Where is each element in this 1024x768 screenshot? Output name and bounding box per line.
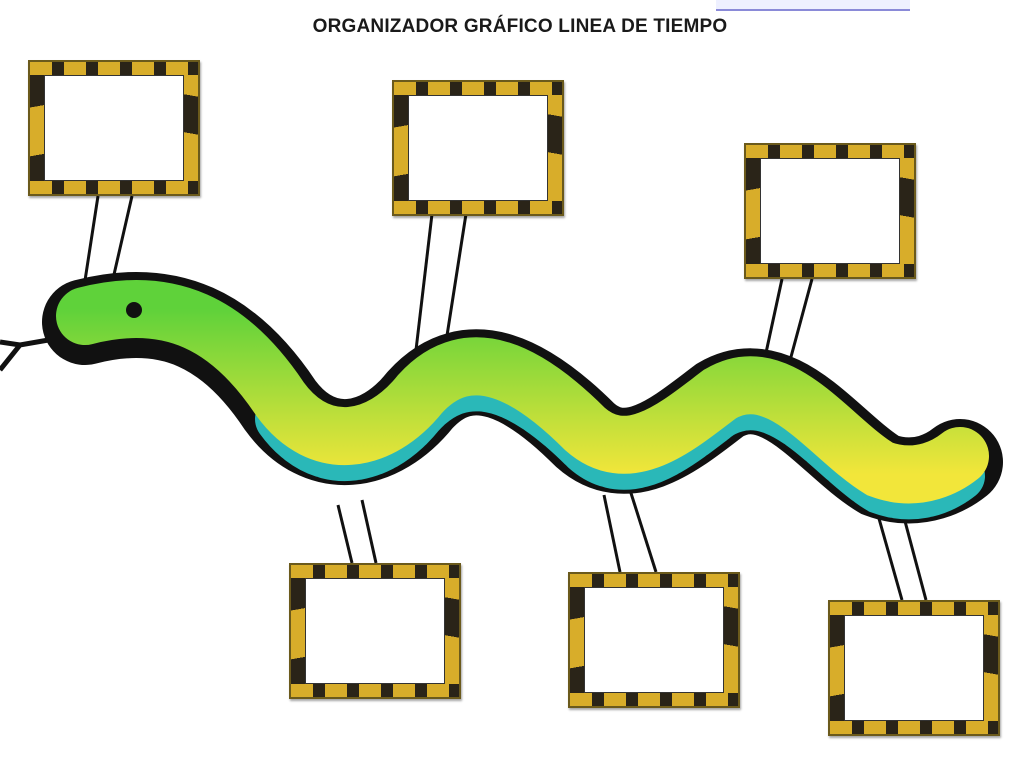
top-link-bar: [716, 0, 910, 11]
page-title: ORGANIZADOR GRÁFICO LINEA DE TIEMPO: [312, 16, 728, 37]
timeline-box-4[interactable]: [289, 563, 461, 699]
timeline-box-6[interactable]: [828, 600, 1000, 736]
snake-icon: [42, 272, 1003, 524]
timeline-box-3[interactable]: [744, 143, 916, 279]
timeline-box-5[interactable]: [568, 572, 740, 708]
timeline-box-5-content[interactable]: [584, 587, 724, 693]
timeline-box-4-content[interactable]: [305, 578, 445, 684]
connector-lines: [80, 195, 928, 601]
timeline-box-6-content[interactable]: [844, 615, 984, 721]
timeline-box-2-content[interactable]: [408, 95, 548, 201]
timeline-box-3-content[interactable]: [760, 158, 900, 264]
timeline-box-1-content[interactable]: [44, 75, 184, 181]
timeline-box-1[interactable]: [28, 60, 200, 196]
timeline-box-2[interactable]: [392, 80, 564, 216]
snake-eye-icon: [126, 302, 142, 318]
